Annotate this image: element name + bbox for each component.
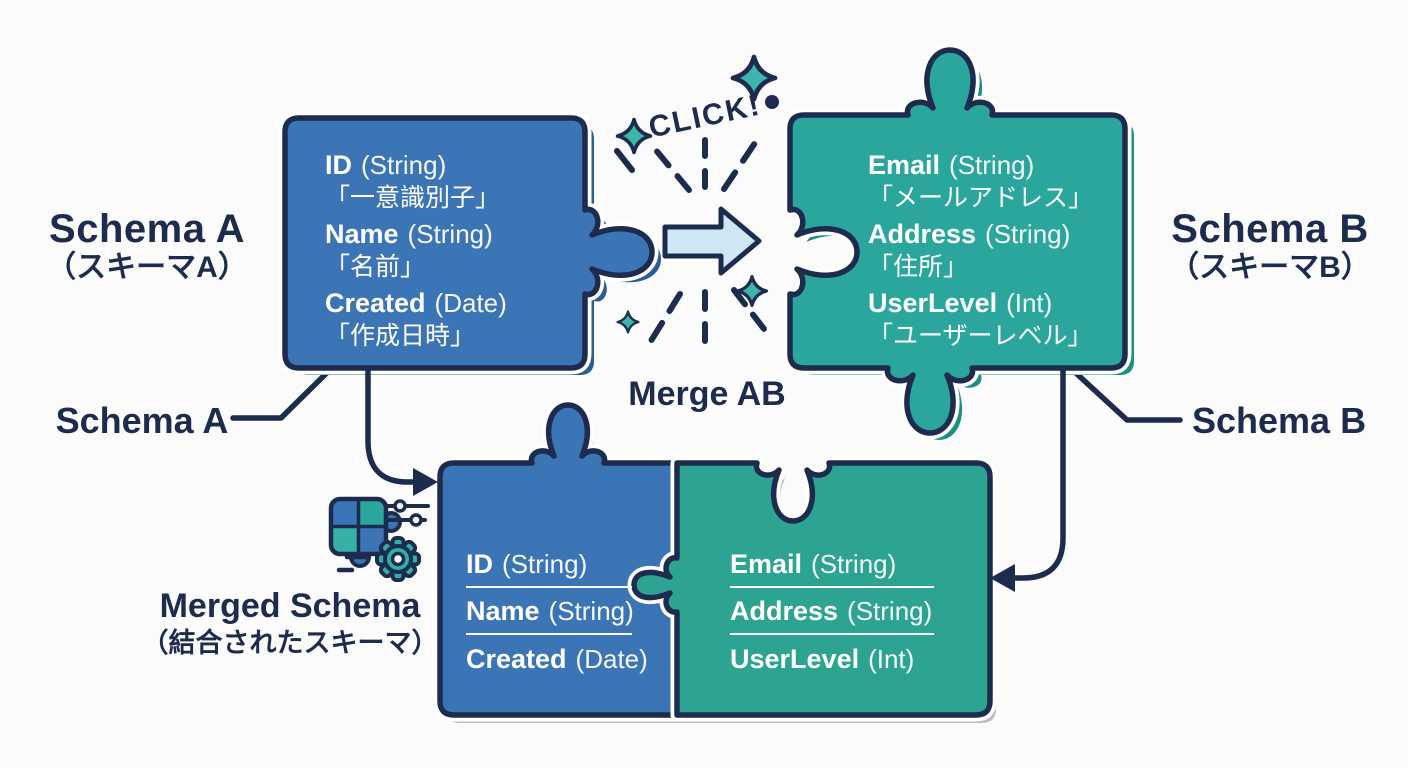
motion-dashes-icon [336,554,370,573]
merge-arrow-icon [662,206,762,276]
merged-schema-title: Merged Schema [159,587,421,625]
arrow-schema-b-to-merged [990,368,1066,592]
merged-left-fields: ID (String) Name (String) Created (Date) [466,547,648,676]
merged-field: Address (String) [730,594,934,635]
sparkle-icon [615,117,653,155]
schema-a-title: Schema A [49,207,245,251]
field-jp: 「名前」 [325,253,426,281]
field-name: Created [325,288,426,318]
merged-right-fields: Email (String) Address (String) UserLevel (… [730,547,934,676]
merged-schema-subtitle: （結合されたスキーマ） [141,628,439,658]
field-jp: 「一意識別子」 [325,184,501,212]
schema-a-callout-label: Schema A [55,400,229,441]
merged-field: ID (String) [466,547,632,588]
field-name: Address [730,596,839,626]
field-type: (Int) [868,644,915,674]
field-type: (Date) [575,644,648,674]
sparkle-icon [616,310,640,334]
field-name: ID [466,549,493,579]
schema-a-field: ID (String) 「一意識別子」 [325,148,507,215]
field-name: Created [466,644,567,674]
field-type: (String) [407,219,493,249]
arrow-schema-a-to-merged [365,368,438,496]
merged-field: Created (Date) [466,641,648,676]
field-jp: 「住所」 [868,253,969,281]
field-type: (Date) [434,288,507,318]
field-name: Email [868,150,941,180]
schema-a-fields: ID (String) 「一意識別子」 Name (String) 「名前」 Cre… [325,148,507,355]
field-name: Name [466,596,540,626]
schema-b-title: Schema B [1171,207,1369,251]
arrowhead-right [413,468,438,496]
field-type: (String) [847,596,933,626]
field-type: (String) [811,549,897,579]
field-type: (String) [985,219,1071,249]
puzzle-grid-icon [328,496,402,568]
field-type: (String) [502,549,588,579]
field-type: (String) [949,150,1035,180]
schema-b-callout-label: Schema B [1192,400,1367,441]
merged-field: Name (String) [466,594,634,635]
merge-ab-label: Merge AB [628,375,786,413]
schema-a-subtitle: （スキーマA） [46,251,248,284]
field-jp: 「メールアドレス」 [868,184,1094,212]
merged-field: UserLevel (Int) [730,641,934,676]
click-burst-rays [614,137,767,347]
field-name: Name [325,219,399,249]
field-name: UserLevel [730,644,860,674]
schema-a-field: Name (String) 「名前」 [325,217,507,284]
gear-icon [375,536,421,582]
field-jp: 「ユーザーレベル」 [868,322,1093,350]
schema-b-field: Email (String) 「メールアドレス」 [868,148,1093,215]
schema-b-field: UserLevel (Int) 「ユーザーレベル」 [868,286,1093,353]
field-name: Address [868,219,977,249]
merged-field: Email (String) [730,547,934,588]
schema-b-subtitle: （スキーマB） [1169,251,1371,284]
field-type: (String) [548,596,634,626]
click-dot-icon [765,95,779,109]
schema-b-field: Address (String) 「住所」 [868,217,1093,284]
field-jp: 「作成日時」 [325,322,476,350]
field-name: UserLevel [868,288,998,318]
click-burst [614,57,779,347]
merge-tools-icon [328,496,430,582]
sliders-icon [386,499,430,527]
field-type: (String) [361,150,447,180]
schema-b-fields: Email (String) 「メールアドレス」 Address (String) … [868,148,1093,355]
schema-a-field: Created (Date) 「作成日時」 [325,286,507,353]
field-name: Email [730,549,803,579]
field-type: (Int) [1006,288,1053,318]
field-name: ID [325,150,352,180]
arrowhead-left [990,564,1015,592]
